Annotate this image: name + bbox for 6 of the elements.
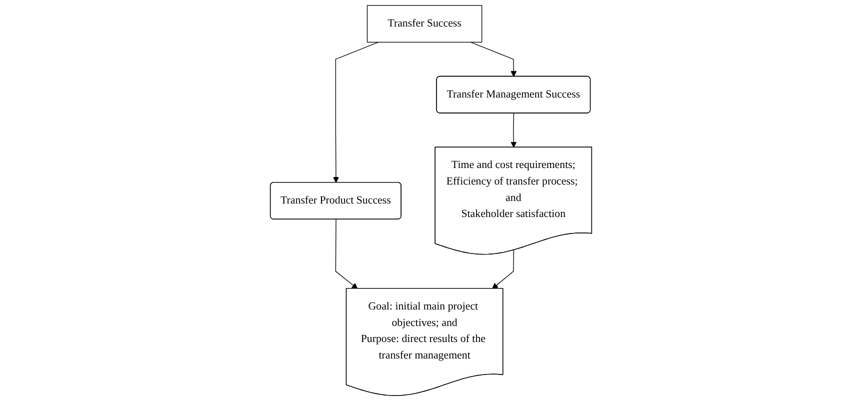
arrow	[492, 250, 514, 289]
arrow	[510, 113, 517, 148]
arrow	[335, 219, 358, 289]
node-box: Transfer Success	[366, 5, 482, 43]
arrow	[470, 42, 517, 77]
arrow	[333, 42, 379, 183]
